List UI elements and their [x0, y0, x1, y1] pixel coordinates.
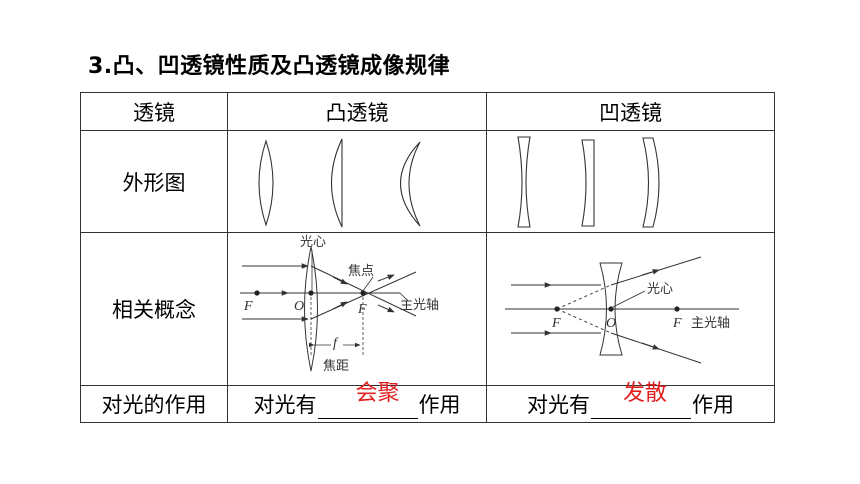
page-title: 3.凸、凹透镜性质及凸透镜成像规律 — [88, 54, 451, 79]
label-f: f — [333, 336, 339, 351]
label-F-right: F — [357, 302, 367, 317]
label-optical-center-concave: 光心 — [647, 282, 673, 297]
concave-ray-diagram: 光心 F O F 主光轴 — [505, 256, 739, 364]
convex-shapes-cell — [227, 130, 487, 233]
concave-diagram-cell: 光心 F O F 主光轴 — [486, 232, 775, 386]
plano-convex-lens — [330, 138, 343, 228]
label-focus: 焦点 — [348, 264, 374, 279]
convex-ray-diagram: 光心 焦点 主光轴 F O F f 焦距 — [240, 235, 439, 374]
convex-lens — [304, 246, 318, 372]
effect-label: 对光的作用 — [80, 385, 228, 423]
meniscus-concave-lens — [642, 137, 660, 228]
label-F-left-concave: F — [551, 316, 561, 331]
header-convex: 凸透镜 — [227, 92, 487, 131]
convex-effect-answer: 会聚 — [355, 381, 400, 406]
plano-concave-lens — [581, 139, 595, 227]
concave-effect-cell: 对光有 作用 发散 — [486, 381, 775, 423]
convex-lens-shapes — [258, 138, 421, 228]
shape-row: 外形图 — [80, 130, 775, 233]
convex-effect-prefix: 对光有 — [253, 393, 317, 417]
label-main-axis: 主光轴 — [400, 298, 439, 313]
label-F-left: F — [243, 299, 253, 314]
shape-label: 外形图 — [80, 130, 228, 233]
concept-label: 相关概念 — [80, 232, 228, 386]
effect-row: 对光的作用 对光有 作用 会聚 对光有 作用 发散 — [80, 381, 775, 423]
label-focal-length: 焦距 — [323, 359, 349, 374]
biconvex-lens — [258, 139, 274, 227]
convex-diagram-cell: 光心 焦点 主光轴 F O F f 焦距 — [227, 232, 487, 386]
convex-effect-cell: 对光有 作用 会聚 — [227, 381, 487, 423]
label-main-axis-concave: 主光轴 — [691, 316, 730, 331]
concave-effect-answer: 发散 — [623, 381, 668, 406]
concave-lens-shapes — [517, 136, 660, 228]
label-optical-center: 光心 — [300, 235, 326, 250]
biconcave-lens — [517, 136, 531, 228]
convex-effect-blank[interactable] — [317, 396, 418, 419]
lens-table: 透镜 凸透镜 凹透镜 外形图 — [80, 92, 775, 423]
meniscus-convex-lens — [400, 141, 421, 227]
header-lens: 透镜 — [80, 92, 228, 131]
concave-shapes-cell — [486, 130, 775, 233]
concave-lens — [599, 262, 623, 356]
label-O-concave: O — [606, 316, 616, 331]
concave-effect-prefix: 对光有 — [527, 393, 590, 417]
header-row: 透镜 凸透镜 凹透镜 — [80, 92, 775, 131]
convex-effect-suffix: 作用 — [418, 393, 461, 417]
concept-row: 相关概念 — [80, 232, 775, 386]
concave-effect-blank[interactable] — [591, 396, 691, 419]
label-F-right-concave: F — [672, 316, 682, 331]
header-concave: 凹透镜 — [486, 92, 775, 131]
label-O: O — [294, 299, 304, 314]
concave-effect-suffix: 作用 — [692, 393, 734, 417]
